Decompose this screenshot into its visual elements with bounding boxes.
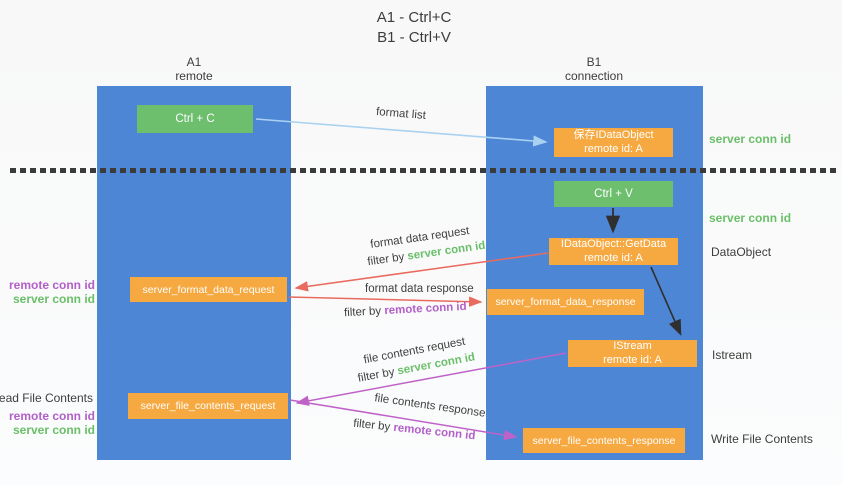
node-save-dataobject-line2: remote id: A: [584, 142, 643, 155]
node-save-dataobject: 保存IDataObject remote id: A: [554, 128, 673, 157]
node-idataobject-getdata-line2: remote id: A: [584, 251, 643, 264]
label-filter-by-remote-conn-id-2: filter by remote conn id: [353, 418, 476, 443]
filter-by-text: filter by: [356, 365, 399, 385]
node-server-format-data-response: server_format_data_response: [487, 289, 644, 315]
lane-b-title: B1: [586, 55, 602, 69]
node-server-file-contents-response-label: server_file_contents_response: [532, 434, 676, 447]
node-istream: IStream remote id: A: [568, 340, 697, 367]
lane-a-subtitle: remote: [175, 69, 213, 83]
remote-conn-id-text: remote conn id: [383, 300, 467, 318]
label-format-data-response: format data response: [365, 283, 474, 295]
diagram-title: A1 - Ctrl+C B1 - Ctrl+V: [329, 8, 499, 48]
node-server-format-data-request-label: server_format_data_request: [142, 283, 275, 296]
node-server-file-contents-response: server_file_contents_response: [523, 428, 685, 453]
lane-b-subtitle: connection: [564, 69, 624, 83]
node-server-file-contents-request: server_file_contents_request: [128, 393, 288, 419]
label-file-contents-response: file contents response: [373, 392, 487, 420]
node-istream-line1: IStream: [613, 340, 652, 352]
remote-conn-id-text: remote conn id: [392, 421, 476, 443]
lane-b-header: B1 connection: [534, 55, 654, 83]
filter-by-text: filter by: [343, 305, 385, 320]
node-server-file-contents-request-label: server_file_contents_request: [140, 400, 276, 412]
session-separator-dotted-line: [10, 168, 838, 173]
node-ctrl-c: Ctrl + C: [137, 105, 253, 133]
node-ctrl-v-label: Ctrl + V: [594, 188, 633, 200]
node-idataobject-getdata-line1: IDataObject::GetData: [560, 238, 667, 250]
node-ctrl-c-label: Ctrl + C: [175, 113, 215, 125]
right-label-istream: Istream: [712, 348, 753, 362]
node-save-dataobject-line1: 保存IDataObject: [573, 129, 654, 141]
filter-by-text: filter by: [352, 417, 395, 434]
filter-by-text: filter by: [366, 250, 409, 269]
left-label-server-conn-id-bottom: server conn id: [12, 423, 95, 437]
node-istream-line2: remote id: A: [603, 353, 662, 366]
label-format-list: format list: [375, 106, 427, 122]
title-line-2: B1 - Ctrl+V: [377, 29, 451, 46]
lane-a-header: A1 remote: [134, 55, 254, 83]
label-filter-by-remote-conn-id-1: filter by remote conn id: [344, 301, 467, 319]
left-label-remote-conn-id-top: remote conn id: [8, 278, 95, 292]
right-label-server-conn-id-top: server conn id: [709, 132, 792, 146]
lane-a-title: A1: [186, 55, 202, 69]
right-label-dataobject: DataObject: [711, 245, 772, 259]
left-label-server-conn-id-top: server conn id: [12, 292, 95, 306]
left-label-read-file-contents: Read File Contents: [0, 391, 93, 405]
left-label-remote-conn-id-bottom: remote conn id: [8, 409, 95, 423]
node-server-format-data-response-label: server_format_data_response: [495, 296, 636, 308]
right-label-server-conn-id-mid: server conn id: [709, 211, 792, 225]
node-server-format-data-request: server_format_data_request: [130, 277, 287, 302]
node-ctrl-v: Ctrl + V: [554, 181, 673, 207]
right-label-write-file-contents: Write File Contents: [711, 432, 813, 446]
node-idataobject-getdata: IDataObject::GetData remote id: A: [549, 238, 678, 265]
title-line-1: A1 - Ctrl+C: [376, 9, 452, 26]
